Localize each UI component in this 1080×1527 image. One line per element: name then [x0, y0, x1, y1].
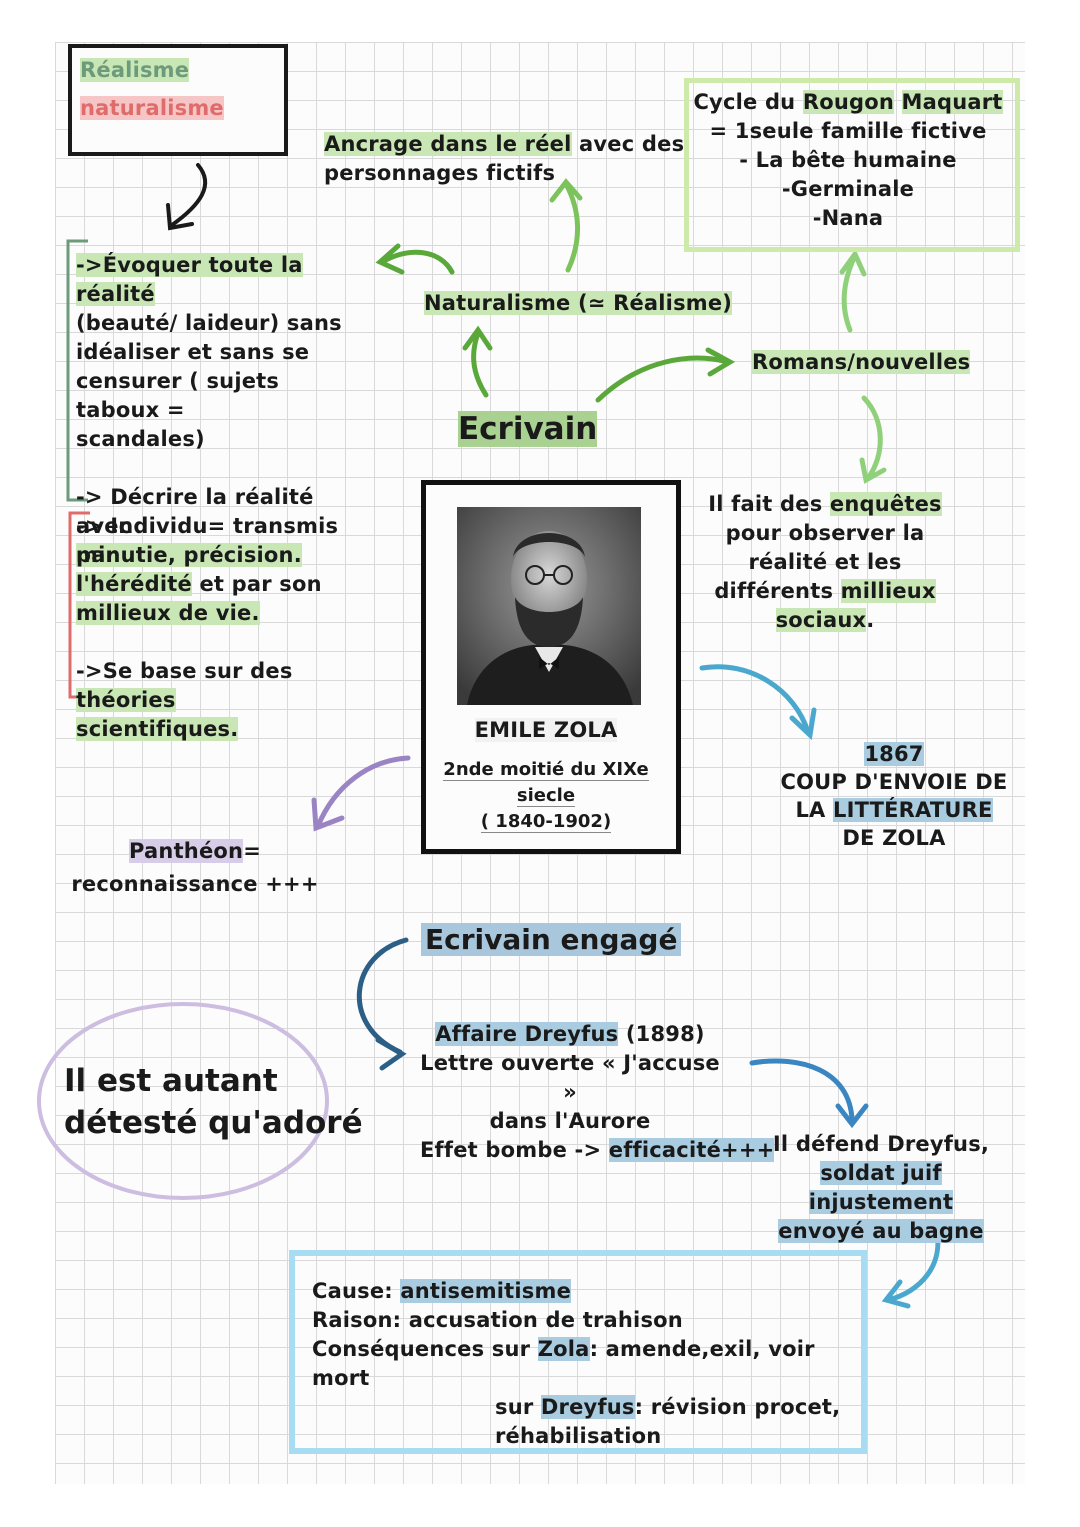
cause-box — [289, 1250, 867, 1454]
portrait-photo — [457, 507, 641, 705]
year-1867-text: 1867 COUP D'ENVOIE DE LA LITTÉRATURE DE … — [780, 742, 1008, 850]
enquetes-text: Il fait des enquêtes pour observer la ré… — [708, 492, 942, 632]
arrow-to-evoquer — [379, 249, 455, 275]
oval-outline — [37, 1002, 329, 1200]
legend-realisme: Réalisme — [80, 58, 190, 82]
romans-label: Romans/nouvelles — [752, 350, 971, 374]
cycle-text: Cycle du Rougon Maquart = 1seule famille… — [693, 90, 1003, 230]
arrow-to-1867 — [699, 664, 811, 735]
portrait-caption: 2nde moitié du XIXe siecle ( 1840-1902) — [443, 759, 649, 833]
ancrage-text: Ancrage dans le réel avec des personnage… — [324, 132, 685, 185]
oval-text: Il est autant détesté qu'adoré — [64, 1063, 363, 1141]
dreyfus-text: Affaire Dreyfus (1898) Lettre ouverte « … — [420, 1022, 720, 1133]
arrow-to-pantheon — [315, 755, 411, 829]
ecrivain-engage-title: Ecrivain engagé — [421, 917, 682, 963]
bracket-green — [66, 239, 88, 502]
arrow-romans-to-enquetes — [861, 395, 883, 481]
defend-text: Il défend Dreyfus, soldat juif injusteme… — [772, 1132, 990, 1243]
naturalisme-label: Naturalisme (≃ Réalisme) — [424, 291, 733, 315]
arrow-ecrivain-to-naturalisme — [471, 330, 489, 398]
portrait-name: EMILE ZOLA — [474, 718, 618, 742]
arrow-engage-to-dreyfus — [357, 937, 409, 1055]
legend-naturalisme: naturalisme — [80, 96, 224, 120]
cycle-box — [684, 78, 1020, 252]
legend-arrow — [170, 163, 208, 227]
cause-text: Cause: antisemitisme Raison: accusation … — [312, 1279, 841, 1448]
left-heredite-text: -> Individu= transmis par l'hérédité et … — [76, 514, 339, 741]
arrow-romans-to-cycle — [841, 255, 857, 333]
arrow-dreyfus-to-defend — [749, 1058, 855, 1123]
arrow-to-ancrage — [563, 181, 580, 273]
ecrivain-title: Ecrivain — [458, 411, 598, 447]
legend-arrowhead — [166, 203, 194, 231]
effet-bombe-text: Effet bombe -> efficacité+++ — [420, 1138, 775, 1162]
left-realite-text: ->Évoquer toute la réalité (beauté/ laid… — [76, 253, 342, 567]
pantheon-text: Panthéon= reconnaissance +++ — [71, 839, 319, 896]
arrow-ecrivain-to-romans — [595, 355, 731, 403]
